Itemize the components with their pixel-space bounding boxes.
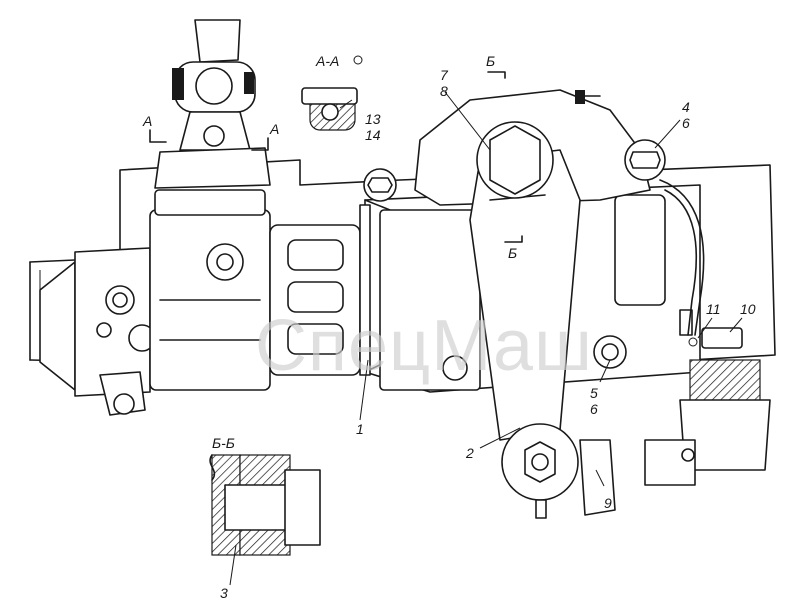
callout-10: 10 xyxy=(740,301,756,317)
section-mark-a-left: А xyxy=(142,113,152,129)
detail-a-a xyxy=(301,55,363,131)
leader-lines xyxy=(229,91,743,586)
universal-joint xyxy=(154,19,271,189)
callout-1: 1 xyxy=(356,421,364,437)
hydraulic-hose xyxy=(659,179,705,336)
mounting-bolts xyxy=(442,309,693,381)
section-title-a-a: А-А xyxy=(315,53,339,69)
callout-14: 14 xyxy=(365,127,381,143)
gear-housing xyxy=(149,189,371,391)
callout-8: 8 xyxy=(440,83,448,99)
callout-4: 4 xyxy=(682,99,690,115)
section-title-b-b: Б-Б xyxy=(212,435,235,451)
section-mark-b-bottom: Б xyxy=(508,245,517,261)
section-mark-b: Б Б xyxy=(486,53,523,261)
callout-2: 2 xyxy=(465,445,474,461)
section-mark-b-top: Б xyxy=(486,53,495,69)
hydraulic-pump xyxy=(39,247,156,416)
callout-5: 5 xyxy=(590,385,598,401)
callout-3: 3 xyxy=(220,585,228,601)
drag-link xyxy=(579,439,616,516)
pitman-arm xyxy=(469,121,581,519)
callout-13: 13 xyxy=(365,111,381,127)
section-mark-a-right: А xyxy=(269,121,279,137)
sensor-connector xyxy=(644,327,771,486)
callout-9: 9 xyxy=(604,495,612,511)
callouts: 1 2 3 4 5 6 6 7 8 9 10 11 13 14 xyxy=(220,67,756,601)
callout-6-upper: 6 xyxy=(682,115,690,131)
callout-11: 11 xyxy=(706,301,721,317)
callout-7: 7 xyxy=(440,67,449,83)
power-cylinder xyxy=(363,168,481,391)
section-mark-a: А А xyxy=(142,113,279,151)
callout-6-lower: 6 xyxy=(590,401,598,417)
watermark: СпецМаш xyxy=(255,306,593,386)
detail-b-b xyxy=(209,454,321,556)
